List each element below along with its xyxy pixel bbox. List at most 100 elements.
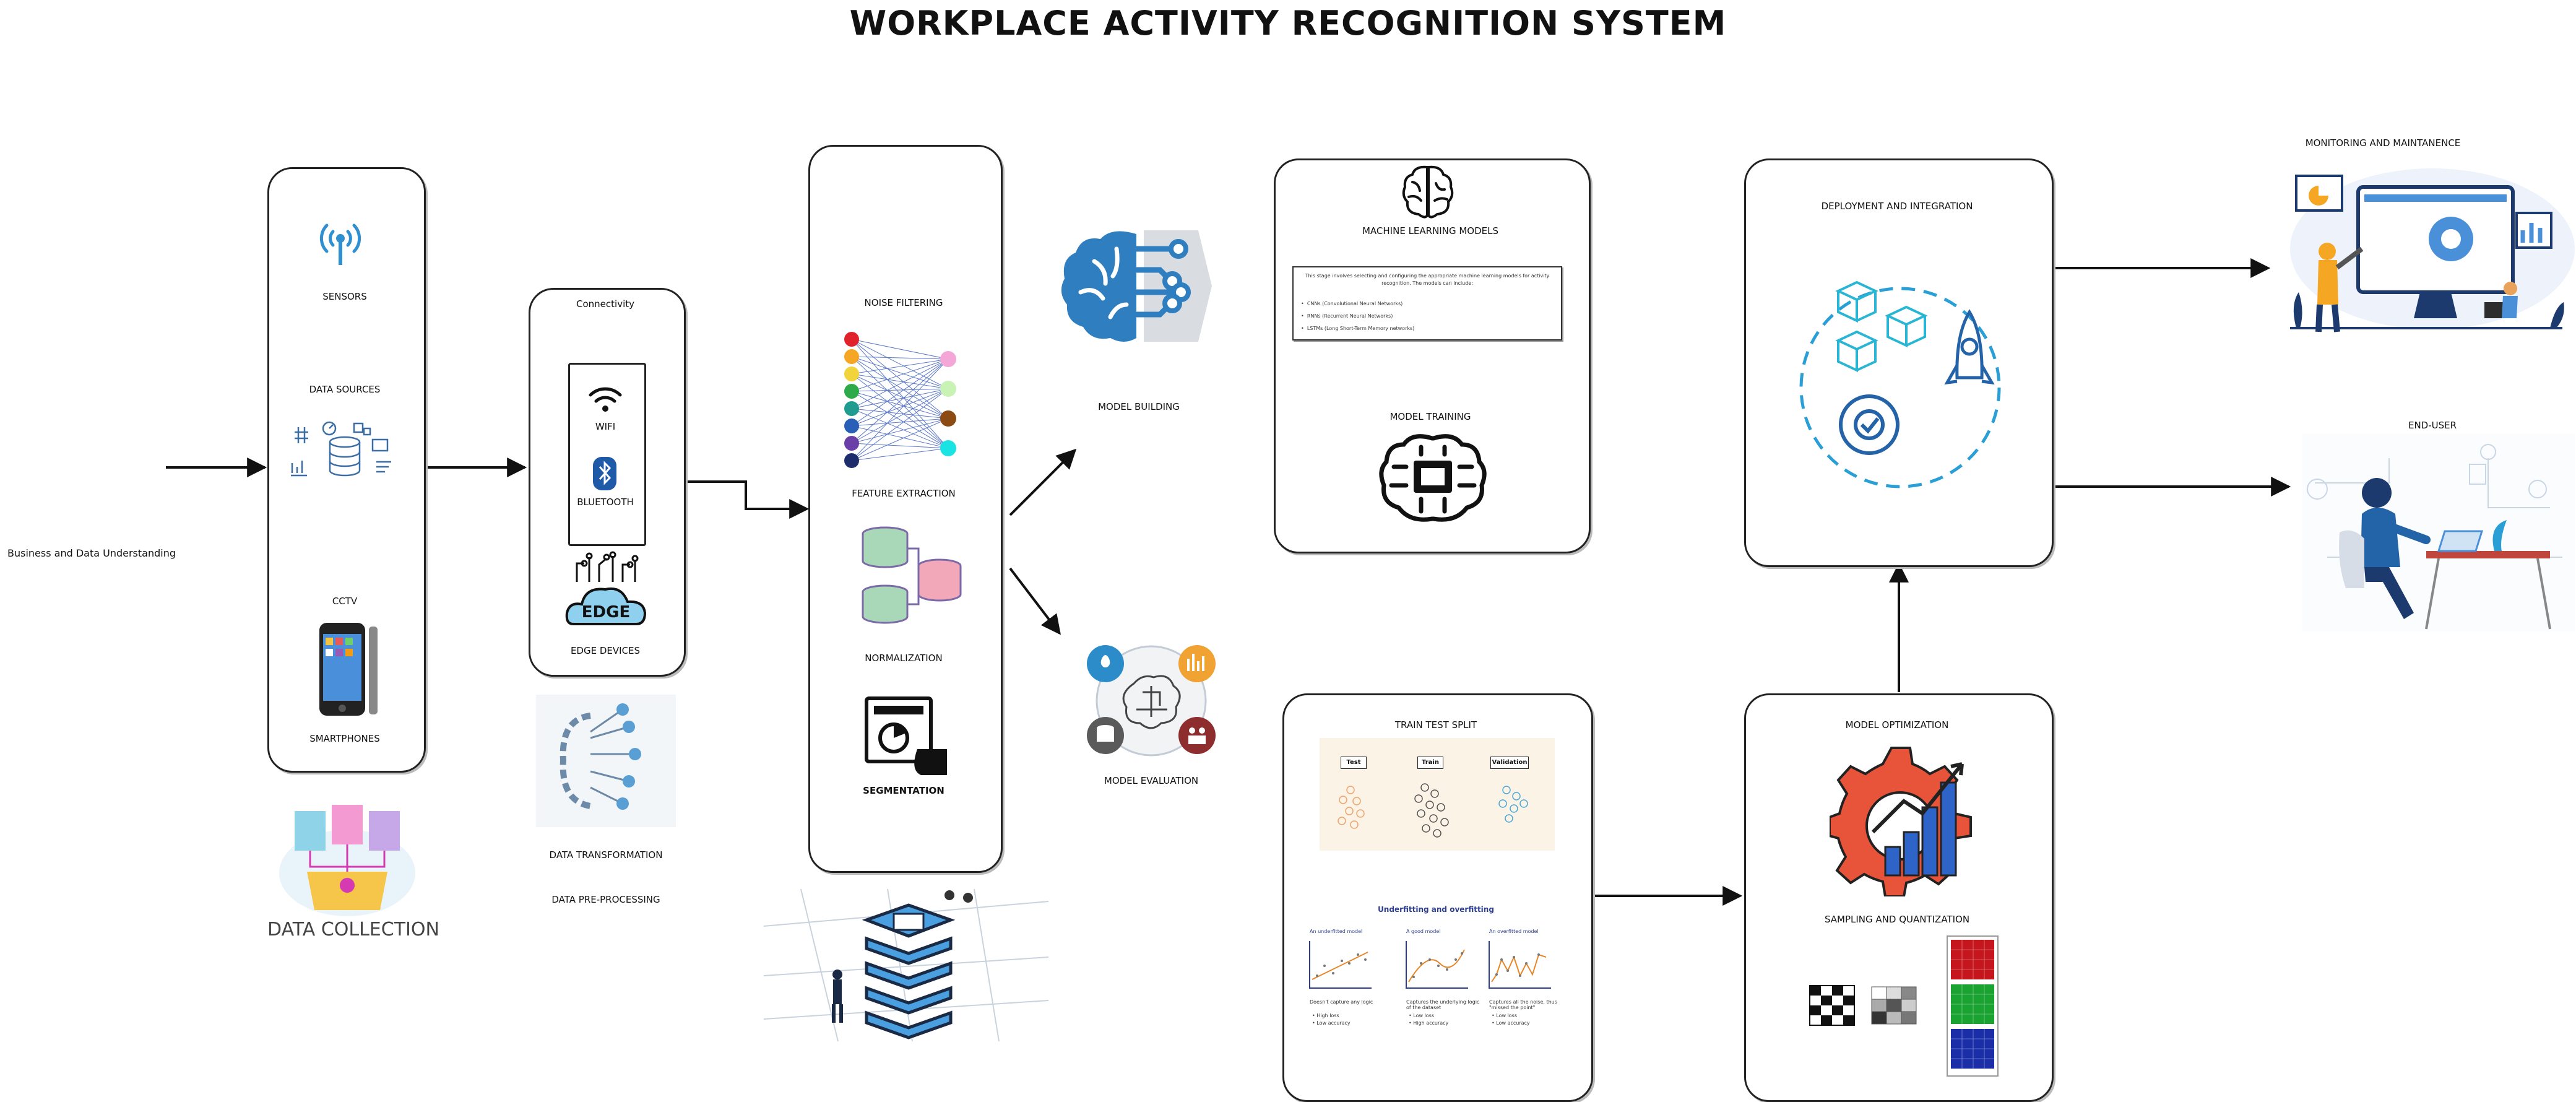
underfit-bullet-2: • Low accuracy — [1312, 1020, 1351, 1026]
edge-badge: EDGE — [581, 603, 631, 622]
data-sources-label: DATA SOURCES — [309, 384, 381, 395]
model-optimization-title: MODEL OPTIMIZATION — [1845, 719, 1949, 731]
split-clusters — [1338, 783, 1528, 838]
sampling-quantization-title: SAMPLING AND QUANTIZATION — [1824, 914, 1970, 925]
ml-models-description: This stage involves selecting and config… — [1305, 273, 1550, 286]
nn-connection — [851, 356, 949, 360]
smartphones-label: SMARTPHONES — [309, 733, 380, 744]
ml-model-item-lstm: • LSTMs (Long Short-Term Memory networks… — [1301, 326, 1415, 331]
split-tab-test: Test — [1341, 757, 1367, 769]
data-collection-label: DATA COLLECTION — [267, 919, 439, 940]
nn-connection — [851, 408, 949, 449]
good-model-head: A good model — [1406, 929, 1441, 934]
model-evaluation-icon — [1087, 645, 1216, 757]
input-label: Business and Data Understanding — [7, 547, 176, 559]
database-icon — [291, 421, 391, 477]
data-transformation-icon — [536, 695, 676, 827]
sampling-grayscale-grid — [1871, 986, 1917, 1025]
split-tab-validation: Validation — [1490, 757, 1529, 769]
segmentation-label: SEGMENTATION — [863, 785, 944, 796]
good-model-plot — [1406, 941, 1468, 989]
nn-connection — [851, 418, 949, 444]
good-model-bullet-1: • Low loss — [1409, 1013, 1435, 1018]
nn-connection — [851, 391, 949, 419]
wifi-icon — [589, 387, 622, 412]
ml-models-title: MACHINE LEARNING MODELS — [1362, 225, 1498, 236]
ai-chip-brain-icon — [1379, 434, 1487, 522]
deployment-title: DEPLOYMENT AND INTEGRATION — [1821, 201, 1973, 212]
sampling-binary-grid — [1809, 985, 1855, 1026]
nn-connection — [851, 356, 949, 449]
nn-connection — [851, 339, 949, 360]
end-user-illustration — [2302, 433, 2575, 631]
nn-connection — [851, 418, 949, 461]
monitoring-label: MONITORING AND MAINTANENCE — [2305, 137, 2461, 149]
wifi-label: WIFI — [595, 421, 616, 432]
underfit-head: An underfitted model — [1310, 929, 1363, 934]
monitoring-illustration — [2290, 168, 2575, 332]
train-test-split-title: TRAIN TEST SPLIT — [1394, 719, 1477, 731]
bluetooth-icon — [593, 457, 616, 490]
sensors-label: SENSORS — [322, 291, 367, 302]
good-model-panel: A good model Captures the underlying log… — [1400, 929, 1480, 1034]
arrow-edge-to-preprocess — [687, 480, 810, 519]
antenna-icon — [319, 223, 361, 265]
overfit-head: An overfitted model — [1489, 929, 1539, 934]
connectivity-panel — [568, 363, 646, 546]
smartphone-icon — [319, 623, 378, 716]
normalization-db-icon — [862, 526, 962, 624]
nn-connection — [851, 358, 949, 409]
segmentation-icon — [865, 696, 947, 775]
arrow-to-model-evaluation — [1009, 567, 1061, 635]
bluetooth-label: BLUETOOTH — [577, 497, 634, 508]
model-training-label: MODEL TRAINING — [1390, 411, 1471, 422]
neural-network-icon — [844, 332, 956, 468]
data-center-illustration — [764, 889, 1048, 1041]
edge-cloud-icon — [565, 551, 647, 625]
split-tab-train: Train — [1417, 757, 1443, 769]
arrow-to-model-building — [1009, 448, 1077, 516]
fitting-title: Underfitting and overfitting — [1378, 905, 1494, 914]
feature-extraction-label: FEATURE EXTRACTION — [852, 488, 956, 499]
nn-connection — [851, 373, 949, 449]
optimization-gear-chart-icon — [1830, 747, 1972, 896]
connectivity-label: Connectivity — [576, 298, 634, 310]
good-model-desc: Captures the underlying logic of the dat… — [1406, 999, 1480, 1010]
nn-connection — [851, 358, 949, 427]
nn-connection — [851, 339, 949, 419]
overfit-desc: Captures all the noise, thus "missed the… — [1489, 999, 1557, 1010]
nn-connection — [851, 448, 949, 461]
deployment-illustration — [1799, 280, 2001, 488]
model-evaluation-label: MODEL EVALUATION — [1104, 775, 1199, 786]
nn-connection — [851, 358, 949, 375]
nn-connection — [851, 418, 949, 427]
nn-connection — [851, 391, 949, 449]
nn-connection — [851, 373, 949, 389]
end-user-label: END-USER — [2408, 420, 2457, 431]
noise-filtering-label: NOISE FILTERING — [864, 297, 943, 308]
nn-connection — [851, 356, 949, 419]
overfit-panel: An overfitted model Captures all the noi… — [1483, 929, 1570, 1034]
ml-model-item-cnn: • CNNs (Convolutional Neural Networks) — [1301, 301, 1403, 306]
cctv-label: CCTV — [332, 596, 358, 607]
sampling-rgb-grid — [1947, 935, 1999, 1077]
overfit-bullet-2: • Low accuracy — [1492, 1020, 1530, 1026]
edge-devices-label: EDGE DEVICES — [570, 645, 641, 656]
model-building-brain-icon — [1061, 230, 1212, 342]
split-panel: Test Train Validation — [1320, 738, 1555, 851]
nn-connection — [851, 388, 949, 409]
nn-connection — [851, 425, 949, 449]
nn-connection — [851, 388, 949, 427]
normalization-label: NORMALIZATION — [865, 653, 943, 664]
nn-connection — [851, 388, 949, 444]
nn-connection — [851, 356, 949, 389]
brain-icon — [1402, 165, 1454, 219]
nn-connection — [851, 408, 949, 419]
underfit-plot — [1309, 941, 1372, 989]
nn-connection — [851, 373, 949, 419]
ml-model-item-rnn: • RNNs (Recurrent Neural Networks) — [1301, 313, 1393, 319]
data-preprocessing-label: DATA PRE-PROCESSING — [551, 894, 660, 905]
model-building-label: MODEL BUILDING — [1098, 401, 1180, 412]
data-transformation-label: DATA TRANSFORMATION — [549, 849, 663, 861]
overfit-bullet-1: • Low loss — [1492, 1013, 1518, 1018]
